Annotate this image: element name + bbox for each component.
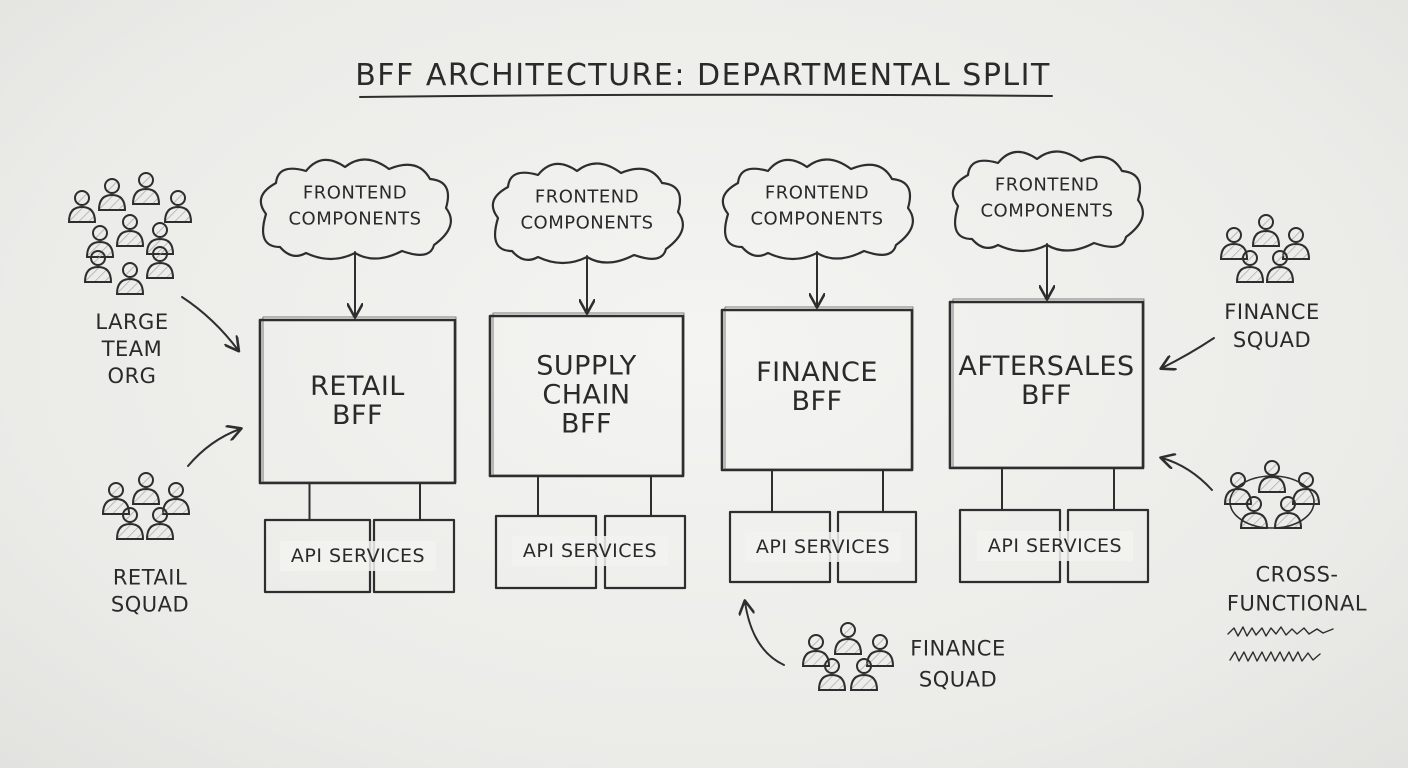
person-icon	[802, 634, 830, 667]
bff-box-label-line-2: BFF	[791, 386, 842, 417]
bff-box-label-line-1: SUPPLY	[536, 351, 636, 382]
diagram-title: BFF ARCHITECTURE: DEPARTMENTAL SPLIT	[355, 58, 1051, 93]
team-label-line-1: CROSS-	[1255, 563, 1338, 587]
finance-squad-top-group-icon	[1220, 214, 1310, 283]
scribble-mark	[1227, 626, 1334, 637]
team-to-bff-arrow-1	[181, 296, 238, 350]
person-icon	[1252, 214, 1280, 247]
bff-box	[948, 300, 1145, 470]
api-label-backing	[280, 541, 436, 571]
bff-box-sketch-line	[492, 312, 685, 476]
retail-squad-group-icon	[102, 472, 190, 540]
bff-box-label-line-2: BFF	[332, 400, 383, 431]
bff-box-sketch-line	[952, 298, 1145, 468]
person-icon	[162, 482, 190, 515]
frontend-cloud-label-line-1: FRONTEND	[995, 175, 1099, 196]
api-services-label: API SERVICES	[756, 536, 890, 558]
team-label-line-2: SQUAD	[919, 668, 997, 692]
person-icon	[866, 634, 894, 667]
team-label-line-1: FINANCE	[910, 637, 1006, 661]
api-services-label: API SERVICES	[988, 535, 1122, 557]
bff-box-sketch-line	[262, 316, 457, 483]
person-icon	[132, 472, 160, 505]
finance-squad-group-icon	[802, 622, 894, 691]
frontend-cloud-label-line-1: FRONTEND	[535, 187, 639, 208]
api-services-label: API SERVICES	[523, 540, 657, 562]
team-to-bff-arrow-3	[745, 602, 785, 666]
team-label-line-1: RETAIL	[113, 566, 187, 590]
bff-box	[720, 308, 914, 472]
bff-box-label-line-3: BFF	[561, 409, 612, 440]
bff-box-sketch-line	[724, 306, 914, 470]
person-icon	[1224, 472, 1252, 505]
bff-box-label-line-1: FINANCE	[756, 357, 878, 388]
team-arrows	[181, 296, 1215, 666]
team-3: FINANCE SQUAD	[802, 622, 1006, 692]
person-icon	[98, 178, 126, 211]
person-icon	[164, 190, 192, 223]
team-label-line-3: ORG	[108, 364, 157, 388]
team-groups: LARGETEAMORGRETAILSQUADFINANCESQUADFINAN…	[68, 172, 1367, 692]
bff-box-label-line-1: AFTERSALES	[958, 351, 1134, 382]
large-team-group-icon	[68, 172, 192, 295]
person-icon	[116, 262, 144, 295]
team-to-bff-arrow-2	[187, 429, 240, 467]
api-label-backing	[977, 531, 1133, 561]
team-label-line-2: SQUAD	[111, 593, 189, 617]
team-1: LARGE TEAM ORG	[68, 172, 192, 388]
team-label-line-2: TEAM	[101, 337, 163, 361]
team-2: RETAIL SQUAD	[102, 472, 190, 617]
team-label-line-1: FINANCE	[1224, 300, 1320, 324]
api-label-backing	[745, 532, 901, 562]
team-5: CROSS- FUNCTIONAL	[1224, 460, 1367, 616]
person-icon	[68, 190, 96, 223]
team-to-bff-arrow-4	[1162, 337, 1215, 368]
frontend-cloud-label-line-2: COMPONENTS	[288, 209, 421, 230]
person-icon	[834, 622, 862, 655]
frontend-cloud-label-line-1: FRONTEND	[303, 183, 407, 204]
api-services-label: API SERVICES	[291, 545, 425, 567]
cross-functional-ring	[1229, 475, 1315, 529]
team-to-bff-arrow-5	[1162, 458, 1213, 491]
frontend-cloud-label-line-2: COMPONENTS	[520, 213, 653, 234]
person-icon	[1292, 472, 1320, 505]
team-label-line-2: FUNCTIONAL	[1227, 592, 1367, 616]
frontend-cloud-label-line-1: FRONTEND	[765, 183, 869, 204]
scribble-mark-2	[1229, 651, 1321, 662]
bff-box-label-line-2: BFF	[1021, 380, 1072, 411]
frontend-cloud-label-line-2: COMPONENTS	[980, 201, 1113, 222]
team-label-line-2: SQUAD	[1233, 328, 1311, 352]
team-label-line-1: LARGE	[95, 310, 168, 334]
frontend-cloud-label-line-2: COMPONENTS	[750, 209, 883, 230]
person-icon	[116, 214, 144, 247]
team-4: FINANCE SQUAD	[1220, 214, 1320, 352]
api-label-backing	[512, 536, 668, 566]
bff-box-label-line-2: CHAIN	[542, 380, 630, 411]
bff-box	[258, 318, 457, 485]
title-underline	[359, 93, 1053, 98]
bff-box	[488, 314, 685, 478]
bff-box-label-line-1: RETAIL	[310, 371, 405, 402]
person-icon	[132, 172, 160, 205]
